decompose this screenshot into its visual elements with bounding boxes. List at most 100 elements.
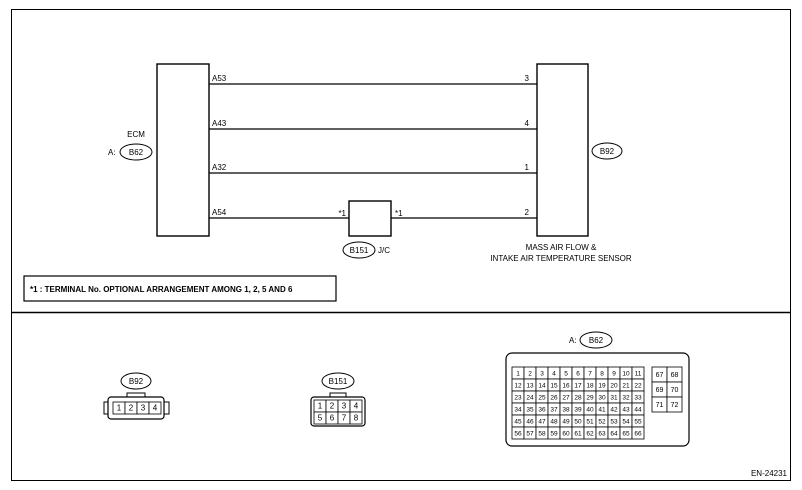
- b62-pin-label: 26: [550, 395, 558, 402]
- b92-connector-oval: [120, 372, 152, 390]
- b92-connector-code: B92: [129, 377, 144, 386]
- b151-connector-oval: [321, 372, 355, 390]
- outer-frame: [11, 9, 791, 481]
- b62-pin-label: 44: [634, 407, 642, 414]
- ecm-connector-oval: [119, 143, 153, 161]
- b62-pin-label: 20: [610, 383, 618, 390]
- b62-pin-label: 34: [514, 407, 522, 414]
- ecm-connector-code: B62: [129, 148, 144, 157]
- b62-side-pin-label: 68: [671, 372, 679, 379]
- wire-1: A53 3: [209, 74, 537, 85]
- b62-pin-label: 58: [538, 431, 546, 438]
- joint-connector-suffix: J/C: [378, 246, 390, 255]
- b62-pin-cell: [631, 426, 645, 440]
- b62-pin-label: 22: [634, 383, 642, 390]
- figure-id: EN-24231: [751, 469, 788, 478]
- b62-pin-label: 23: [514, 395, 522, 402]
- b62-pin-label: 43: [622, 407, 630, 414]
- joint-connector-box: [348, 200, 392, 237]
- joint-connector-oval: [342, 241, 376, 259]
- b62-pin-label: 65: [622, 431, 630, 438]
- b62-pin-label: 35: [526, 407, 534, 414]
- b62-pin-label: 6: [576, 371, 580, 378]
- b62-connector-prefix: A:: [569, 336, 577, 345]
- b62-pin-label: 10: [622, 371, 630, 378]
- b151-pin-label: 6: [330, 414, 335, 423]
- b62-pin-label: 46: [526, 419, 534, 426]
- b62-pin-label: 41: [598, 407, 606, 414]
- b62-side-pin-grid: 67 68 69 70 71 72: [651, 366, 683, 413]
- b62-pin-label: 36: [538, 407, 546, 414]
- wire-4-sensor-pin: 2: [525, 208, 530, 217]
- b62-pin-label: 54: [622, 419, 630, 426]
- b62-pin-label: 32: [622, 395, 630, 402]
- b62-pin-label: 50: [574, 419, 582, 426]
- b62-pin-label: 13: [526, 383, 534, 390]
- b62-pin-label: 53: [610, 419, 618, 426]
- b62-pin-label: 14: [538, 383, 546, 390]
- b62-side-pin-label: 69: [656, 387, 664, 394]
- b62-pin-label: 64: [610, 431, 618, 438]
- b62-pin-label: 1: [516, 371, 520, 378]
- sensor-block: [536, 63, 589, 237]
- b151-pin-label: 1: [318, 402, 323, 411]
- wire-3-ecm-pin: A32: [212, 163, 227, 172]
- b92-pin-cell: [148, 401, 162, 415]
- b62-side-pin-cell: [666, 396, 683, 413]
- b62-pin-label: 28: [574, 395, 582, 402]
- wire-2: A43 4: [209, 119, 537, 130]
- b62-pin-label: 40: [586, 407, 594, 414]
- b62-side-pin-label: 71: [656, 402, 664, 409]
- wire-2-ecm-pin: A43: [212, 119, 227, 128]
- ecm-block: [156, 63, 210, 237]
- b62-pin-label: 52: [598, 419, 606, 426]
- b151-connector-code: B151: [329, 377, 348, 386]
- b62-pin-label: 4: [552, 371, 556, 378]
- b62-pin-label: 11: [635, 371, 642, 378]
- b62-pin-label: 61: [574, 431, 582, 438]
- b62-pin-label: 21: [622, 383, 630, 390]
- b62-pin-label: 27: [562, 395, 570, 402]
- sensor-connector-code: B92: [600, 147, 615, 156]
- b62-pin-label: 37: [550, 407, 558, 414]
- b62-pin-label: 29: [586, 395, 594, 402]
- b62-pin-label: 33: [634, 395, 642, 402]
- b92-pin-label: 4: [153, 404, 158, 413]
- b62-pin-label: 42: [610, 407, 618, 414]
- wire-1-sensor-pin: 3: [525, 74, 530, 83]
- b62-pin-label: 49: [562, 419, 570, 426]
- b62-pin-label: 45: [514, 419, 522, 426]
- wire-3: A32 1: [209, 163, 537, 174]
- b62-pin-label: 39: [574, 407, 582, 414]
- wire-2-sensor-pin: 4: [525, 119, 530, 128]
- b151-pin-label: 2: [330, 402, 335, 411]
- b62-pin-label: 17: [574, 383, 582, 390]
- sensor-label-line1: MASS AIR FLOW &: [526, 243, 597, 252]
- b62-pin-label: 24: [526, 395, 534, 402]
- wire-1-ecm-pin: A53: [212, 74, 227, 83]
- b62-pin-label: 31: [610, 395, 618, 402]
- b62-pin-label: 56: [514, 431, 522, 438]
- b62-side-pin-label: 70: [671, 387, 679, 394]
- wire-3-sensor-pin: 1: [525, 163, 530, 172]
- wire-4-ecm-pin: A54: [212, 208, 227, 217]
- note-text: *1 : TERMINAL No. OPTIONAL ARRANGEMENT A…: [30, 285, 293, 294]
- b92-pin-label: 2: [129, 404, 134, 413]
- b92-right-tab: [163, 401, 170, 415]
- b62-pin-label: 63: [598, 431, 606, 438]
- ecm-label: ECM: [127, 130, 145, 139]
- b62-pin-label: 47: [538, 419, 546, 426]
- b62-side-pin-label: 67: [656, 372, 664, 379]
- b62-pin-label: 48: [550, 419, 558, 426]
- b62-pin-label: 25: [538, 395, 546, 402]
- b62-pin-label: 66: [634, 431, 642, 438]
- b62-side-pin-label: 72: [671, 402, 679, 409]
- sensor-label-line2: INTAKE AIR TEMPERATURE SENSOR: [490, 254, 632, 263]
- b62-pin-label: 62: [586, 431, 594, 438]
